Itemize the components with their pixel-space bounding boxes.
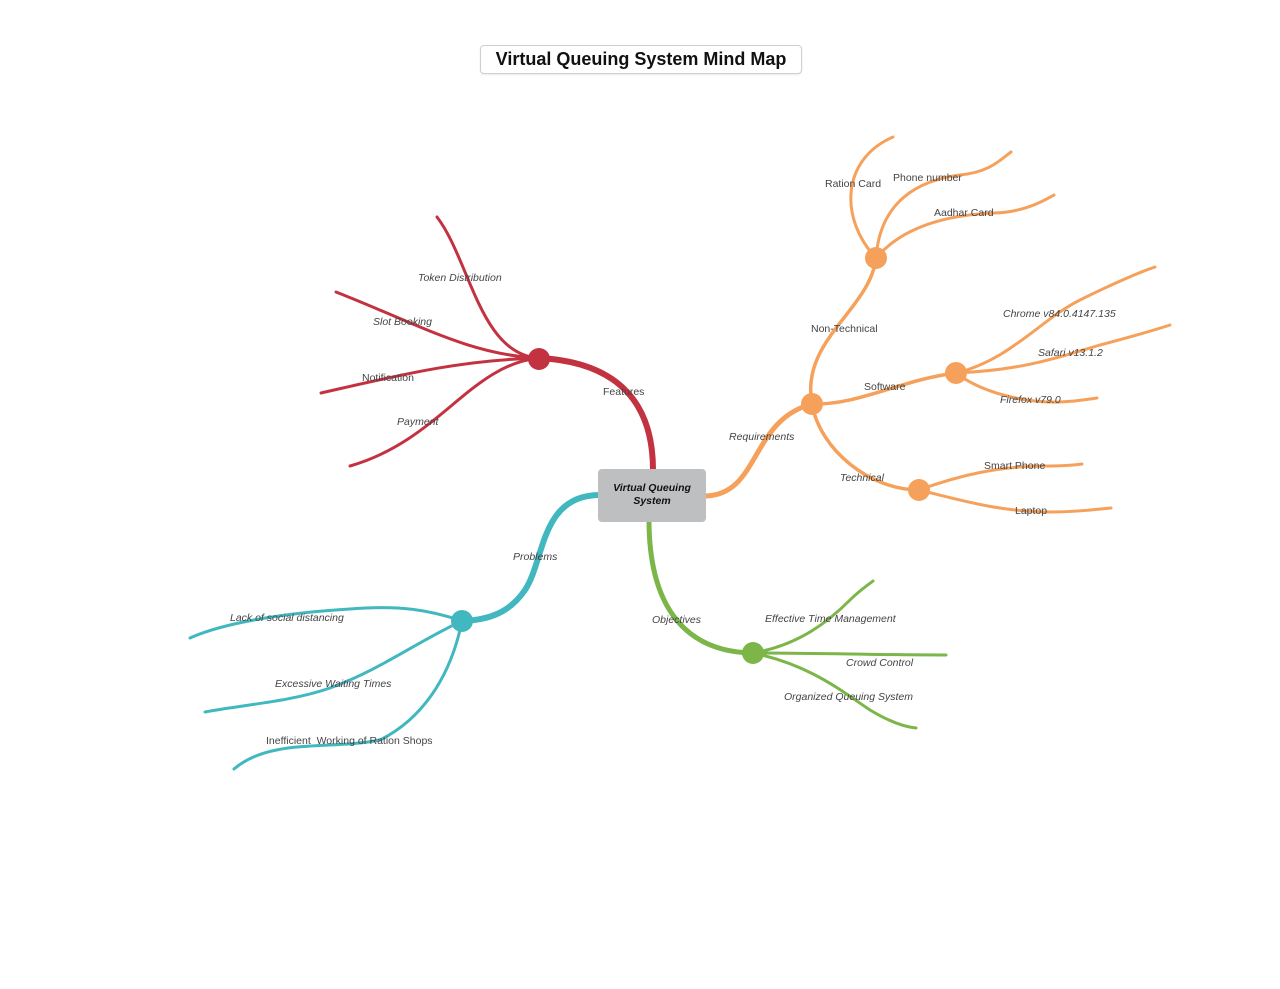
problems-child-excessive-waiting-times[interactable] [203,619,464,714]
features-item-label: Notification [362,372,414,384]
features-item-label: Token Distribution [418,272,502,284]
technical-node[interactable] [908,479,930,501]
objectives-main-branch[interactable] [646,517,756,656]
features-label: Features [603,386,644,398]
requirements-main-branch[interactable] [702,401,815,499]
requirements-label: Requirements [729,431,795,443]
software-child-chrome[interactable] [954,265,1157,375]
objectives-node[interactable] [742,642,764,664]
objectives-child-organized-queuing-system[interactable] [751,651,918,730]
objectives-item-label: Organized Queuing System [784,691,913,703]
problems-item-label: Inefficient Working of Ration Shops [266,735,433,747]
problems-branch: Problems Lack of social distancing Exces… [188,492,603,771]
problems-item-label: Excessive Waiting Times [275,678,392,690]
non-technical-child-ration-card[interactable] [849,135,895,260]
software-child-safari[interactable] [954,323,1172,375]
non-technical-item-label: Aadhar Card [934,207,994,219]
technical-item-label: Smart Phone [984,460,1045,472]
features-node[interactable] [528,348,550,370]
requirements-branch: Requirements Non-Technical Ration Card P… [702,135,1172,517]
software-child-firefox[interactable] [954,371,1099,404]
problems-item-label: Lack of social distancing [230,612,344,624]
center-node-box[interactable] [598,469,706,522]
problems-label: Problems [513,551,558,563]
technical-label: Technical [840,472,885,484]
center-node[interactable]: Virtual Queuing System [598,469,706,522]
features-child-payment[interactable] [348,356,541,468]
non-technical-child-aadhar-card[interactable] [874,193,1056,260]
problems-main-branch[interactable] [459,492,603,624]
features-child-token-distribution[interactable] [435,215,541,360]
software-branch[interactable] [810,371,958,406]
software-item-label: Chrome v84.0.4147.135 [1003,308,1116,320]
features-item-label: Payment [397,416,440,428]
problems-child-inefficient-working[interactable] [232,619,464,771]
technical-branch[interactable] [810,402,921,492]
objectives-label: Objectives [652,614,702,626]
objectives-item-label: Crowd Control [846,657,914,669]
features-item-label: Slot Booking [373,316,432,328]
software-item-label: Safari v13.1.2 [1038,347,1103,359]
technical-child-smart-phone[interactable] [917,462,1084,492]
problems-child-lack-of-social-distancing[interactable] [188,606,464,640]
software-item-label: Firefox v79.0 [1000,394,1061,406]
center-node-label-line1: Virtual Queuing [613,482,691,494]
software-label: Software [864,381,906,393]
non-technical-child-phone-number[interactable] [874,150,1013,260]
non-technical-branch[interactable] [808,256,878,406]
features-branch: Features Token Distribution Slot Booking… [319,215,656,473]
center-node-label-line2: System [633,495,670,507]
non-technical-label: Non-Technical [811,323,878,335]
non-technical-item-label: Ration Card [825,178,881,190]
mindmap-title: Virtual Queuing System Mind Map [480,45,802,74]
features-main-branch[interactable] [536,355,656,473]
technical-child-laptop[interactable] [917,488,1113,514]
objectives-item-label: Effective Time Management [765,613,897,625]
objectives-child-crowd-control[interactable] [751,651,948,657]
requirements-node[interactable] [801,393,823,415]
objectives-child-effective-time-management[interactable] [751,579,875,655]
technical-item-label: Laptop [1015,505,1047,517]
non-technical-item-label: Phone number [893,172,962,184]
non-technical-node[interactable] [865,247,887,269]
features-child-slot-booking[interactable] [334,290,541,360]
features-child-notification[interactable] [319,356,541,395]
objectives-branch: Objectives Effective Time Management Cro… [646,517,948,730]
problems-node[interactable] [451,610,473,632]
software-node[interactable] [945,362,967,384]
